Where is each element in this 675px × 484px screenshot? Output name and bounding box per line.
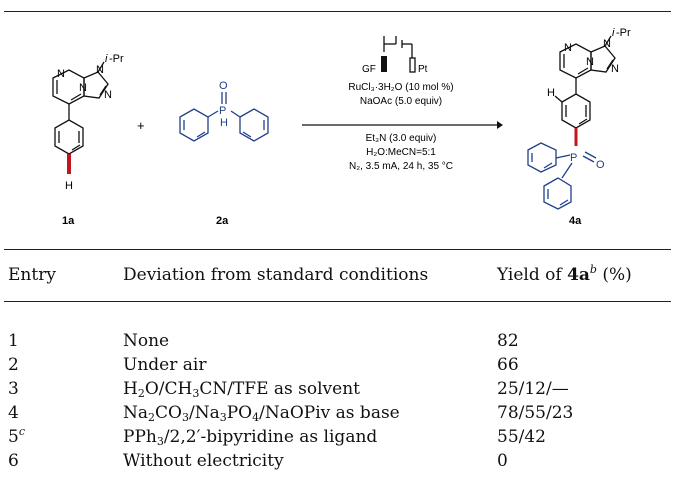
phenyl-ring-4a-lower	[543, 177, 572, 210]
table-row: 1 None 82	[0, 330, 675, 352]
atom-h-4a: H	[547, 87, 555, 99]
row-entry: 3	[8, 379, 19, 399]
compound-2a-structure	[179, 92, 269, 142]
row-entry: 4	[8, 403, 19, 423]
atom-n-9-4a: N	[603, 38, 611, 50]
table-row: 3 H2O/CH3CN/TFE as solvent 25/12/—	[0, 378, 675, 400]
compound-1a-label: 1a	[62, 215, 75, 227]
condition-additive: NaOAc (5.0 equiv)	[360, 96, 442, 107]
phenyl-ring-4a-upper	[527, 142, 557, 173]
row-deviation: Without electricity	[123, 451, 284, 471]
ipr-label-i-1a: i	[105, 53, 108, 65]
reaction-scheme: N N N N i -Pr H 1a + O P H 2a GF Pt RuCl…	[52, 27, 631, 227]
header-entry: Entry	[8, 265, 56, 285]
top-rule	[4, 11, 671, 12]
graphite-felt-electrode	[381, 56, 387, 72]
phenyl-ring-4a	[561, 93, 591, 129]
row-deviation: None	[123, 331, 170, 351]
row-entry: 6	[8, 451, 19, 471]
atom-n-1: N	[57, 68, 65, 80]
atom-n-9: N	[96, 64, 104, 76]
row-entry: 2	[8, 355, 19, 375]
atom-n-3-4a: N	[586, 56, 594, 68]
phenyl-ring-1a	[54, 119, 84, 155]
scheme-separator-rule	[4, 249, 671, 250]
row-deviation: PPh3/2,2′-bipyridine as ligand	[123, 427, 378, 448]
atom-o-2a: O	[219, 80, 228, 92]
condition-base: Et₃N (3.0 equiv)	[366, 133, 437, 144]
table-row: 5c PPh3/2,2′-bipyridine as ligand 55/42	[0, 426, 675, 448]
phenyl-ring-2a-right	[239, 108, 269, 142]
row-yield: 78/55/23	[497, 403, 574, 423]
header-yield-suffix: (%)	[596, 265, 632, 285]
row-yield: 25/12/—	[497, 379, 569, 399]
compound-4a-label: 4a	[569, 215, 582, 227]
table-row: 4 Na2CO3/Na3PO4/NaOPiv as base 78/55/23	[0, 402, 675, 424]
row-yield: 55/42	[497, 427, 546, 447]
header-deviation: Deviation from standard conditions	[123, 265, 429, 285]
phenyl-ring-2a-left	[179, 108, 209, 142]
header-yield-prefix: Yield of	[497, 265, 568, 285]
header-yield-footnote: b	[589, 263, 597, 276]
condition-catalyst: RuCl₃·3H₂O (10 mol %)	[348, 82, 453, 93]
compound-4a-structure	[554, 35, 616, 129]
header-yield-compound: 4a	[567, 265, 590, 285]
cathode-label: Pt	[418, 64, 428, 75]
row-yield: 66	[497, 355, 519, 375]
ipr-label-4a: -Pr	[616, 27, 631, 39]
diphenylphosphoryl-group	[527, 142, 597, 210]
atom-n-3: N	[79, 82, 87, 94]
table-row: 6 Without electricity 0	[0, 450, 675, 472]
plus-sign: +	[137, 118, 145, 133]
condition-solvent: H₂O:MeCN=5:1	[366, 147, 436, 158]
table-header-row: Entry Deviation from standard conditions…	[0, 264, 675, 286]
atom-o-4a: O	[596, 159, 605, 171]
row-entry: 1	[8, 331, 19, 351]
atom-n-7-4a: N	[611, 63, 619, 75]
compound-1a-structure	[52, 61, 109, 155]
imidazole-ring	[83, 71, 109, 99]
header-rule	[4, 301, 671, 302]
row-deviation: Na2CO3/Na3PO4/NaOPiv as base	[123, 403, 400, 424]
electrolysis-cell-icon	[383, 36, 416, 73]
ipr-label-i-4a: i	[612, 27, 615, 39]
arrow-head	[497, 121, 503, 129]
table-row: 2 Under air 66	[0, 354, 675, 376]
atom-p-4a: P	[570, 152, 577, 164]
row-yield: 0	[497, 451, 508, 471]
row-deviation: H2O/CH3CN/TFE as solvent	[123, 379, 360, 400]
atom-n-1-4a: N	[564, 42, 572, 54]
compound-2a-label: 2a	[216, 215, 229, 227]
atom-p-2a: P	[219, 105, 226, 117]
atom-h-1a: H	[65, 180, 73, 192]
row-deviation: Under air	[123, 355, 207, 375]
atom-n-7: N	[104, 89, 112, 101]
row-entry: 5c	[8, 425, 25, 447]
row-yield: 82	[497, 331, 519, 351]
imidazole-ring-4a	[590, 45, 616, 73]
ipr-label-1a: -Pr	[109, 53, 124, 65]
anode-label: GF	[362, 64, 376, 75]
header-yield: Yield of 4ab (%)	[497, 264, 632, 286]
atom-h-2a: H	[220, 117, 228, 129]
condition-atmosphere: N₂, 3.5 mA, 24 h, 35 °C	[349, 161, 453, 172]
